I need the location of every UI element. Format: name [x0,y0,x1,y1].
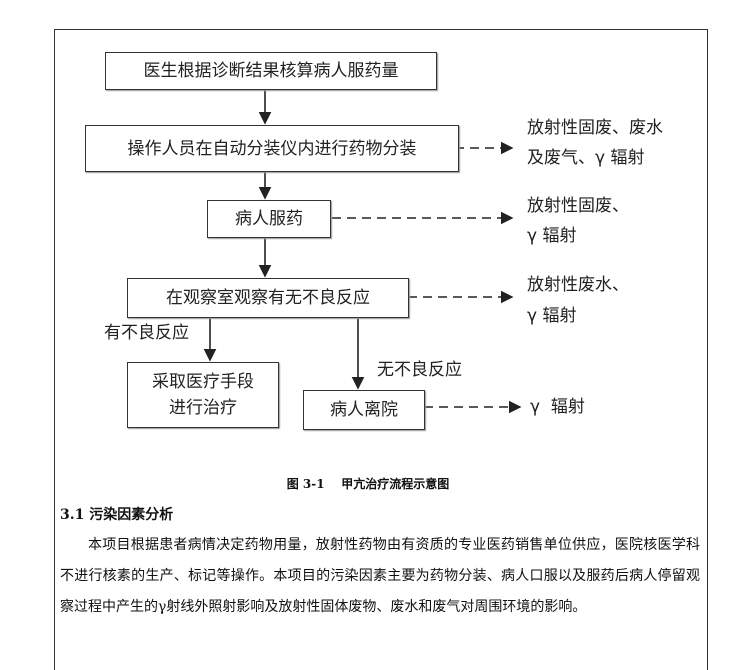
section-heading: 3.1 污染因素分析 [60,507,174,523]
branch-no-adverse-label: 无不良反应 [377,360,462,380]
step-label: 操作人员在自动分装仪内进行药物分装 [127,138,417,159]
step-label: 病人离院 [330,400,398,420]
output-2-line1: 放射性固废、废水 [527,118,663,138]
step-calculate-dose: 医生根据诊断结果核算病人服药量 [105,52,437,90]
step-observe: 在观察室观察有无不良反应 [127,278,409,318]
step-label: 病人服药 [235,209,303,229]
step-discharge: 病人离院 [303,390,425,430]
step-label: 采取医疗手段进行治疗 [152,372,254,418]
page-frame [54,29,708,670]
body-paragraph: 本项目根据患者病情决定药物用量，放射性药物由有资质的专业医药销售单位供应，医院核… [60,537,700,615]
step-take-medicine: 病人服药 [207,200,331,238]
output-4-line1: 放射性废水、 [527,275,629,295]
step-label: 医生根据诊断结果核算病人服药量 [143,61,399,81]
branch-adverse-label: 有不良反应 [104,323,189,343]
output-6: γ 辐射 [530,397,585,417]
output-3-line1: 放射性固废、 [527,196,629,216]
flowchart-connectors [203,89,522,414]
output-4-line2: γ 辐射 [527,306,577,326]
figure-caption: 图 3-1 甲亢治疗流程示意图 [286,477,450,491]
output-3-line2: γ 辐射 [527,226,577,246]
step-label: 在观察室观察有无不良反应 [166,288,370,308]
output-2-line2: 及废气、γ 辐射 [527,148,645,168]
step-dispense-drug: 操作人员在自动分装仪内进行药物分装 [85,125,459,172]
step-treatment: 采取医疗手段进行治疗 [127,362,279,428]
